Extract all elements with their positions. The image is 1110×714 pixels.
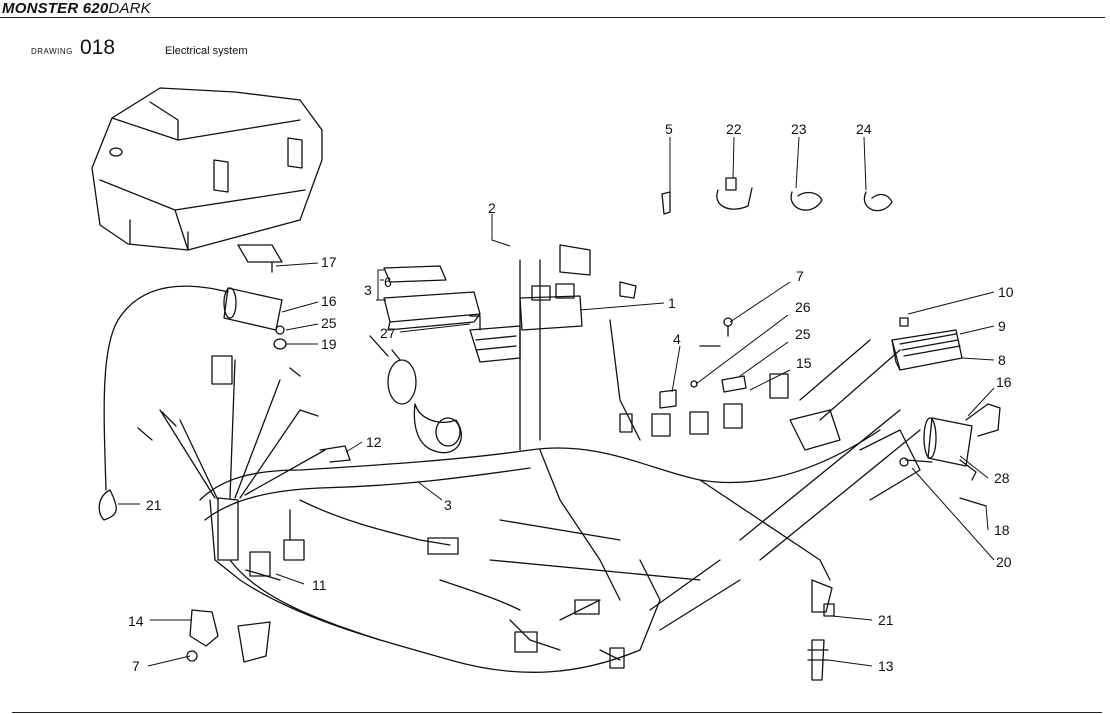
callout-12: 12 — [366, 434, 382, 450]
diode-part — [186, 609, 271, 663]
callout-2: 2 — [488, 200, 496, 216]
callout-17: 17 — [321, 254, 337, 270]
relay-part — [519, 244, 637, 331]
model-variant: DARK — [108, 0, 151, 17]
clip-part-24 — [863, 191, 893, 212]
connector-part — [619, 317, 789, 437]
drawing-title: Electrical system — [165, 45, 248, 57]
callout-7a: 7 — [796, 268, 804, 284]
fuse-box-part — [383, 265, 481, 331]
callout-26: 26 — [795, 299, 811, 315]
model-title: MONSTER 620DARK — [2, 0, 151, 17]
callout-5: 5 — [665, 121, 673, 137]
lambda-sensor-part — [807, 579, 835, 681]
callout-3a: 3 — [364, 282, 372, 298]
callout-28: 28 — [994, 470, 1010, 486]
callout-22: 22 — [726, 121, 742, 137]
bracket-part — [237, 244, 283, 273]
main-wiring-harness — [98, 259, 881, 673]
callout-19: 19 — [321, 336, 337, 352]
callout-24: 24 — [856, 121, 872, 137]
terminal-part — [661, 191, 671, 215]
frame-outline — [649, 339, 921, 631]
callout-1: 1 — [668, 295, 676, 311]
callout-16b: 16 — [996, 374, 1012, 390]
callout-15: 15 — [796, 355, 812, 371]
battery-box-part — [91, 87, 323, 251]
ignition-switch-part — [369, 335, 462, 454]
callout-25a: 25 — [321, 315, 337, 331]
callout-20: 20 — [996, 554, 1012, 570]
callout-16a: 16 — [321, 293, 337, 309]
callout-21a: 21 — [146, 497, 162, 513]
voltage-regulator-part — [891, 317, 963, 371]
callout-9: 9 — [998, 318, 1006, 334]
callout-23: 23 — [791, 121, 807, 137]
callout-3b: 3 — [444, 497, 452, 513]
callout-25b: 25 — [795, 326, 811, 342]
relay-bracket-part — [245, 551, 281, 581]
rear-coil-part — [899, 403, 1001, 507]
callout-8: 8 — [998, 352, 1006, 368]
footer-rule — [12, 712, 1102, 713]
callout-6: 6 — [384, 274, 392, 290]
header-rule — [0, 17, 1105, 18]
callout-18: 18 — [994, 522, 1010, 538]
callout-7b: 7 — [132, 658, 140, 674]
horn-coil-part — [223, 287, 287, 350]
callout-27: 27 — [380, 325, 396, 341]
callout-4: 4 — [673, 331, 681, 347]
callout-21b: 21 — [878, 612, 894, 628]
model-name: MONSTER 620 — [2, 0, 109, 17]
callout-11: 11 — [312, 577, 327, 593]
drawing-number: 018 — [80, 36, 116, 59]
callout-13: 13 — [878, 658, 894, 674]
starter-relay-part — [469, 315, 521, 363]
leader-lines — [118, 136, 995, 667]
callout-10: 10 — [998, 284, 1014, 300]
cable-tie-part — [716, 177, 753, 210]
callout-labels: 5 22 23 24 2 17 16 25 19 6 3 27 1 7 26 2… — [128, 121, 1014, 674]
drawing-label: DRAWING — [31, 47, 73, 56]
callout-14: 14 — [128, 613, 144, 629]
clip-part-23 — [790, 191, 823, 211]
